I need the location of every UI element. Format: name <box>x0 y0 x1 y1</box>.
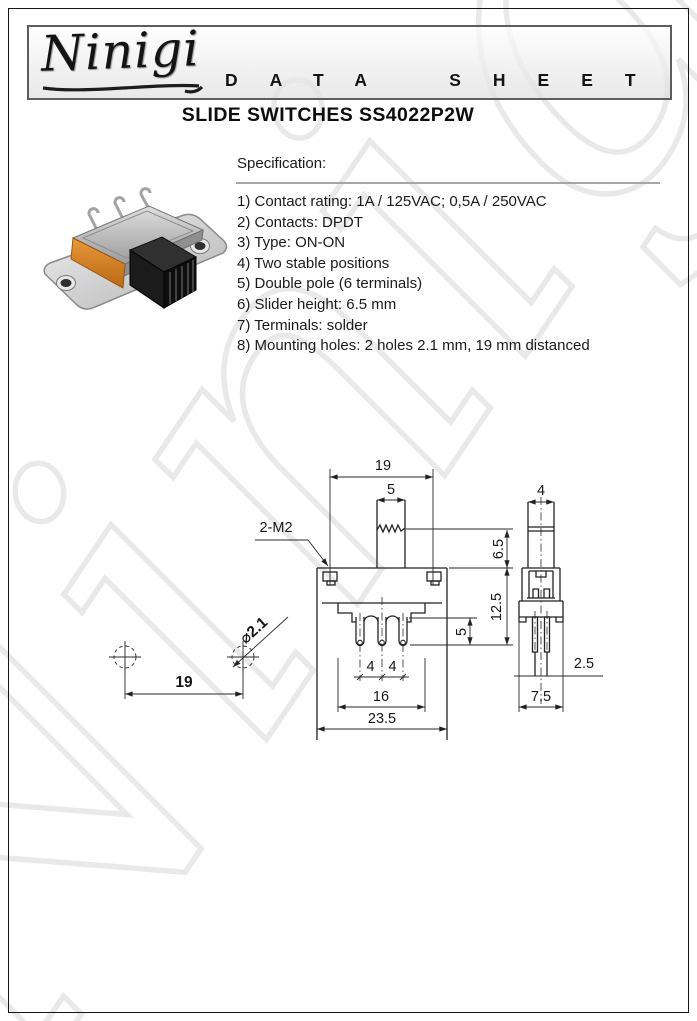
brand-logo: Ninigi <box>40 20 204 94</box>
spec-item: 8) Mounting holes: 2 holes 2.1 mm, 19 mm… <box>237 337 590 355</box>
switch-pins <box>87 187 152 231</box>
spec-item: 3) Type: ON-ON <box>237 234 346 252</box>
product-photo <box>43 187 228 310</box>
dim-hole-spacing-label: 19 <box>375 458 391 474</box>
dim-terminal-length-label: 5 <box>454 628 470 636</box>
spec-list: 1) Contact rating: 1A / 125VAC; 0,5A / 2… <box>237 192 677 357</box>
hole-view-circles <box>113 645 255 669</box>
mounting-thread-label: 2-M2 <box>259 520 292 536</box>
spec-item: 5) Double pole (6 terminals) <box>237 275 423 293</box>
spec-heading: Specification: <box>237 155 327 172</box>
side-view-outline <box>518 502 564 676</box>
dim-terminal-pitch-left-label: 4 <box>366 659 374 675</box>
dim-case-width-label: 16 <box>373 689 389 705</box>
spec-item: 2) Contacts: DPDT <box>237 213 363 231</box>
dim-hole-diameter-label: ⌀2.1 <box>237 614 272 648</box>
logo-underline-curl <box>184 85 204 94</box>
spec-rule <box>236 182 660 184</box>
switch-body-orange-side <box>70 237 126 289</box>
dim-body-height-label: 12.5 <box>489 593 505 621</box>
spec-item: 7) Terminals: solder <box>237 316 368 334</box>
dim-slider-width-label: 5 <box>387 482 395 498</box>
datasheet-label: DATA SHEET <box>225 70 668 90</box>
page-title: SLIDE SWITCHES SS4022P2W <box>181 104 475 126</box>
spec-item: 1) Contact rating: 1A / 125VAC; 0,5A / 2… <box>237 193 547 210</box>
logo-underline-stroke <box>42 83 204 94</box>
spec-item: 4) Two stable positions <box>237 254 390 272</box>
hole-view <box>109 616 289 699</box>
technical-drawing: 19 5 2-M2 6.5 12.5 5 4 4 16 23.5 ⌀2.1 19… <box>109 458 603 740</box>
dim-total-width-label: 23.5 <box>368 711 396 727</box>
brand-logo-text: Ninigi <box>40 20 201 83</box>
switch-slider-knob <box>128 236 198 309</box>
dim-terminal-tip-label: 2.5 <box>574 656 594 672</box>
logo-underline-path <box>42 83 200 92</box>
dim-depth-label: 7.5 <box>531 689 551 705</box>
side-view-dimensions <box>514 499 603 712</box>
header-box: Ninigi DATA SHEET <box>27 20 672 100</box>
dim-hole-distance-label: 19 <box>175 674 193 691</box>
front-view-dimensions <box>255 469 513 732</box>
dim-terminal-pitch-right-label: 4 <box>388 659 396 675</box>
spec-item: 6) Slider height: 6.5 mm <box>237 295 397 313</box>
dim-slider-height-label: 6.5 <box>491 539 507 559</box>
dim-slider-thickness-label: 4 <box>537 483 545 499</box>
